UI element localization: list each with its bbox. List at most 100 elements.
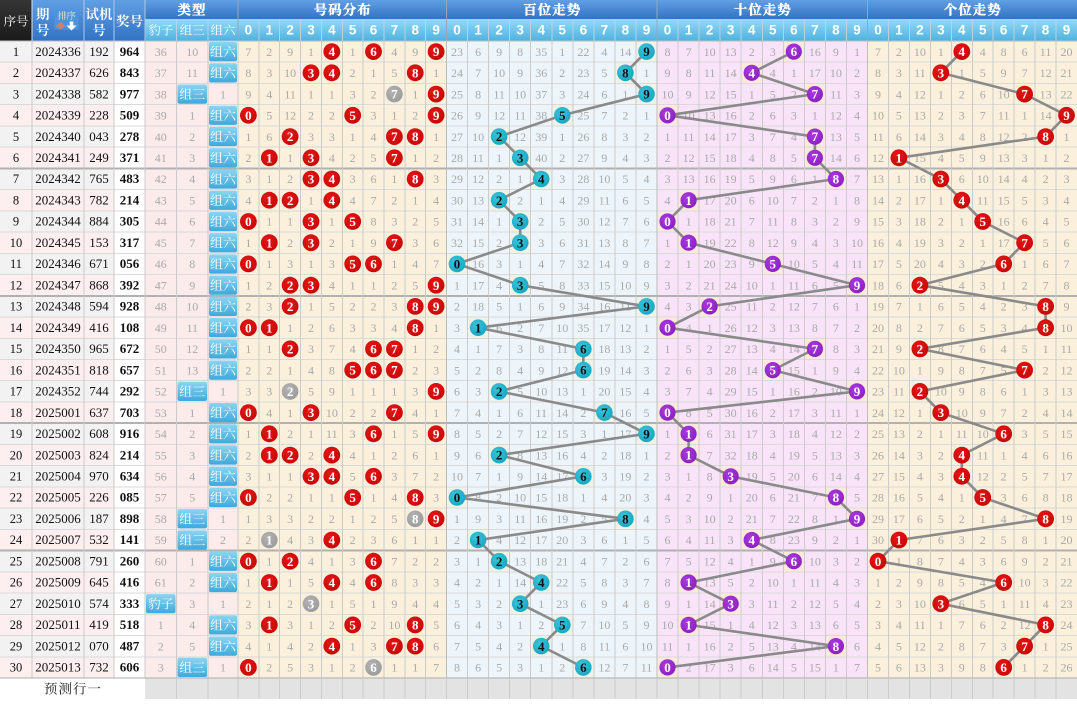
svg-text:14: 14 xyxy=(830,151,842,165)
svg-text:1: 1 xyxy=(686,469,692,483)
svg-text:8: 8 xyxy=(1042,618,1049,633)
svg-text:3: 3 xyxy=(938,596,945,611)
svg-text:2: 2 xyxy=(454,533,460,547)
svg-text:2: 2 xyxy=(959,236,965,250)
svg-text:1: 1 xyxy=(329,215,335,229)
svg-text:7: 7 xyxy=(1021,363,1028,378)
svg-text:5: 5 xyxy=(580,576,586,590)
svg-text:1: 1 xyxy=(266,448,273,463)
svg-text:1: 1 xyxy=(13,45,19,59)
svg-text:10: 10 xyxy=(767,193,779,207)
svg-text:5: 5 xyxy=(979,23,987,38)
svg-text:8: 8 xyxy=(412,65,419,80)
svg-text:3: 3 xyxy=(1043,576,1049,590)
svg-text:5: 5 xyxy=(622,618,628,632)
svg-text:6: 6 xyxy=(475,45,481,59)
svg-text:1: 1 xyxy=(433,406,439,420)
svg-text:32: 32 xyxy=(577,257,589,271)
svg-text:2024341: 2024341 xyxy=(35,150,81,165)
svg-text:11: 11 xyxy=(683,130,695,144)
svg-text:9: 9 xyxy=(643,299,650,314)
svg-text:5: 5 xyxy=(349,257,356,272)
svg-text:1: 1 xyxy=(158,618,164,632)
svg-text:11: 11 xyxy=(830,406,842,420)
svg-text:31: 31 xyxy=(725,427,737,441)
svg-text:1: 1 xyxy=(1043,342,1049,356)
svg-text:23: 23 xyxy=(725,257,737,271)
svg-text:6: 6 xyxy=(812,469,818,483)
svg-text:2: 2 xyxy=(308,639,314,653)
svg-text:5: 5 xyxy=(980,597,986,611)
svg-text:3: 3 xyxy=(307,23,315,38)
svg-text:20: 20 xyxy=(556,533,568,547)
svg-text:5: 5 xyxy=(559,23,567,38)
svg-text:2: 2 xyxy=(665,448,671,462)
svg-text:3: 3 xyxy=(622,130,628,144)
svg-text:4: 4 xyxy=(538,639,545,654)
svg-text:2024347: 2024347 xyxy=(35,277,81,292)
svg-text:1: 1 xyxy=(266,320,273,335)
svg-text:5: 5 xyxy=(601,512,607,526)
svg-text:20: 20 xyxy=(1061,45,1073,59)
svg-text:6: 6 xyxy=(980,342,986,356)
svg-text:371: 371 xyxy=(120,150,140,165)
svg-text:4: 4 xyxy=(917,469,923,483)
svg-text:3: 3 xyxy=(13,87,19,101)
svg-text:18: 18 xyxy=(472,300,484,314)
svg-text:7: 7 xyxy=(980,639,986,653)
svg-text:5: 5 xyxy=(349,23,357,38)
svg-text:7: 7 xyxy=(496,342,502,356)
svg-text:4: 4 xyxy=(517,363,523,377)
svg-text:9: 9 xyxy=(189,278,195,292)
svg-text:2: 2 xyxy=(1022,130,1028,144)
svg-text:5: 5 xyxy=(812,448,818,462)
svg-text:6: 6 xyxy=(189,215,195,229)
svg-text:13: 13 xyxy=(830,130,842,144)
svg-text:57: 57 xyxy=(155,491,167,505)
svg-text:29: 29 xyxy=(10,639,23,653)
svg-text:744: 744 xyxy=(89,384,109,399)
svg-text:1: 1 xyxy=(433,448,439,462)
svg-text:4: 4 xyxy=(329,575,336,590)
svg-text:21: 21 xyxy=(872,342,884,356)
svg-text:1: 1 xyxy=(220,512,226,526)
svg-text:2: 2 xyxy=(189,130,195,144)
svg-text:2: 2 xyxy=(475,363,481,377)
svg-text:0: 0 xyxy=(245,108,252,123)
svg-text:7: 7 xyxy=(538,321,544,335)
svg-text:10: 10 xyxy=(977,172,989,186)
svg-text:4: 4 xyxy=(875,639,881,653)
svg-text:1: 1 xyxy=(412,193,418,207)
svg-text:7: 7 xyxy=(391,87,398,102)
svg-text:5: 5 xyxy=(812,257,818,271)
svg-text:2: 2 xyxy=(189,427,195,441)
svg-text:3: 3 xyxy=(245,385,251,399)
svg-text:1: 1 xyxy=(791,66,797,80)
svg-text:1: 1 xyxy=(917,363,923,377)
svg-text:3: 3 xyxy=(245,469,251,483)
svg-text:1: 1 xyxy=(245,576,251,590)
svg-text:4: 4 xyxy=(854,363,860,377)
svg-text:2: 2 xyxy=(686,661,692,675)
svg-text:1: 1 xyxy=(189,554,195,568)
svg-text:6: 6 xyxy=(370,554,377,569)
svg-text:6: 6 xyxy=(790,23,798,38)
svg-text:7: 7 xyxy=(707,448,713,462)
svg-text:8: 8 xyxy=(812,512,818,526)
svg-text:2: 2 xyxy=(350,533,356,547)
svg-text:5: 5 xyxy=(308,576,314,590)
svg-text:5: 5 xyxy=(728,576,734,590)
svg-text:1: 1 xyxy=(266,342,272,356)
svg-text:1: 1 xyxy=(371,278,377,292)
svg-text:2: 2 xyxy=(287,448,294,463)
svg-text:15: 15 xyxy=(998,193,1010,207)
svg-text:14: 14 xyxy=(998,172,1010,186)
svg-text:1: 1 xyxy=(266,235,273,250)
svg-text:6: 6 xyxy=(854,639,860,653)
svg-text:6: 6 xyxy=(665,533,671,547)
svg-text:8: 8 xyxy=(980,130,986,144)
svg-text:1: 1 xyxy=(454,278,460,292)
svg-text:278: 278 xyxy=(120,129,140,144)
svg-text:2024345: 2024345 xyxy=(35,235,81,250)
svg-text:1: 1 xyxy=(412,661,418,675)
